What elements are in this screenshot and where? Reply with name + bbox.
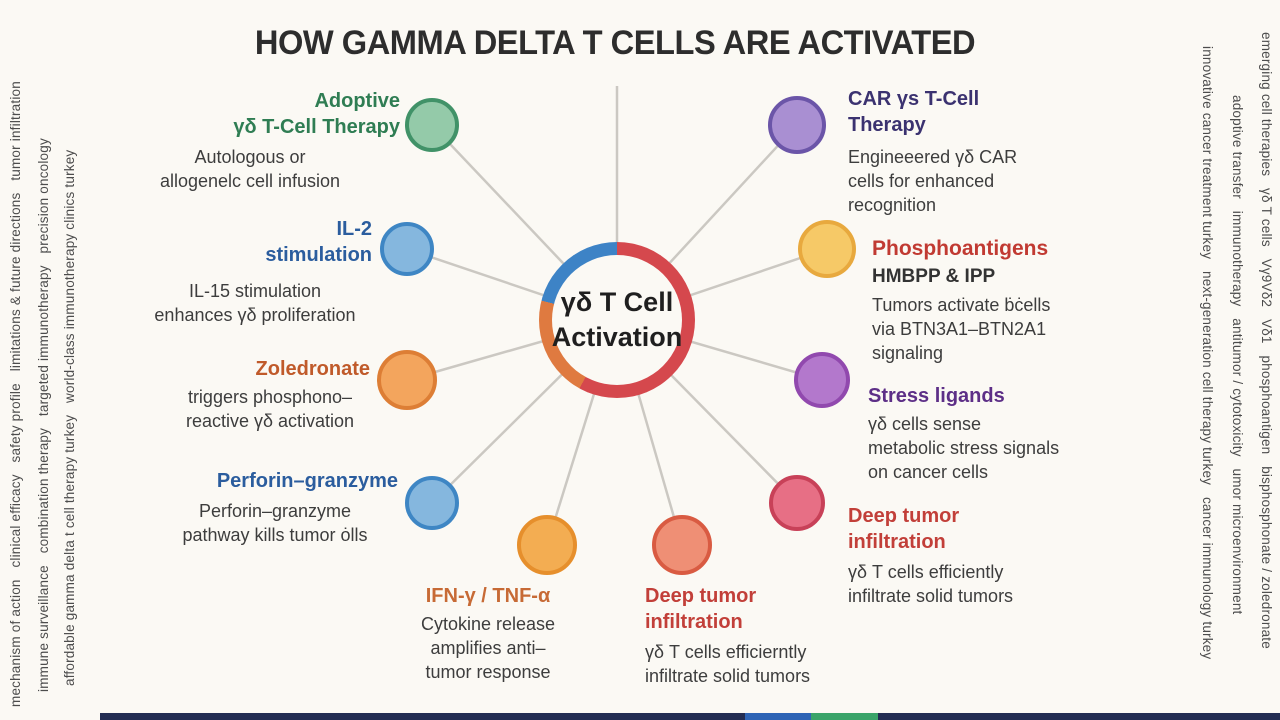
car-therapy-desc: Engineeered γδ CAR cells for enhanced re… xyxy=(848,147,1018,215)
right-keywords-column-2: adoptive transfer immunotherapy antitumo… xyxy=(1230,95,1245,615)
deep-tumor-bottom-node xyxy=(652,515,712,575)
il2-stimulation-node xyxy=(380,222,434,276)
zoledronate-desc: triggers phosphono– reactive γδ activati… xyxy=(185,387,355,431)
car-therapy-heading: CAR γs T-Cell Therapy xyxy=(848,88,980,136)
perforin-granzyme-heading: Perforin–granzyme xyxy=(216,470,398,492)
adoptive-therapy-node xyxy=(405,98,459,152)
central-hub-ring: γδ T Cell Activation xyxy=(539,242,695,398)
zoledronate-heading: Zoledronate xyxy=(255,358,370,380)
zoledronate-node xyxy=(377,350,437,410)
left-keywords-column-3: affordable gamma delta t cell therapy tu… xyxy=(62,149,77,686)
stress-ligands-node xyxy=(794,352,850,408)
adoptive-therapy-desc: Autologous or allogenelc cell infusion xyxy=(159,147,341,191)
perforin-granzyme-node xyxy=(405,476,459,530)
deep-tumor-right-node xyxy=(769,475,825,531)
phosphoantigens-heading: Phosphoantigens xyxy=(872,237,1049,260)
phosphoantigens-desc: Tumors activate ḃċells via BTN3A1–BTN2A1… xyxy=(872,295,1051,363)
deep-tumor-bottom-heading: Deep tumor infiltration xyxy=(645,585,757,633)
left-keywords-column-1: mechanism of action clinical efficacy sa… xyxy=(8,81,23,707)
deep-tumor-right-desc: γδ T cells efficiently infiltrate solid … xyxy=(848,562,1014,606)
deep-tumor-right-heading: Deep tumor infiltration xyxy=(848,505,960,553)
phosphoantigens-subheading: HMBPP & IPP xyxy=(872,266,996,287)
ifn-tnf-heading: IFN-γ / TNF-α xyxy=(425,585,551,607)
page-title: HOW GAMMA DELTA T CELLS ARE ACTIVATED xyxy=(254,24,976,62)
car-therapy-node xyxy=(768,96,826,154)
ifn-tnf-desc: Cytokine release amplifies anti– tumor r… xyxy=(420,614,556,682)
ifn-tnf-node xyxy=(517,515,577,575)
bottom-bar-green-segment xyxy=(811,713,878,720)
il2-stimulation-desc: IL-15 stimulation enhances γδ proliferat… xyxy=(154,281,356,325)
stress-ligands-desc: γδ cells sense metabolic stress signals … xyxy=(868,414,1060,482)
stress-ligands-heading: Stress ligands xyxy=(868,385,1005,407)
perforin-granzyme-desc: Perforin–granzyme pathway kills tumor ȯl… xyxy=(182,501,368,545)
left-keywords-column-2: immune surveillance combination therapy … xyxy=(36,138,51,692)
central-hub-label: γδ T Cell Activation xyxy=(552,255,682,385)
adoptive-therapy-heading: Adoptive γδ T-Cell Therapy xyxy=(233,90,400,138)
bottom-bar-blue-segment xyxy=(745,713,811,720)
right-keywords-column-1: emerging cell therapies γδ T cells Vγ9Vδ… xyxy=(1259,32,1274,649)
phosphoantigens-node xyxy=(798,220,856,278)
right-keywords-column-3: innovative cancer treatment turkey next-… xyxy=(1200,46,1215,660)
il2-stimulation-heading: IL-2 stimulation xyxy=(265,218,372,266)
bottom-bar xyxy=(100,713,1280,720)
deep-tumor-bottom-desc: γδ T cells efficierntly infiltrate solid… xyxy=(645,642,811,686)
